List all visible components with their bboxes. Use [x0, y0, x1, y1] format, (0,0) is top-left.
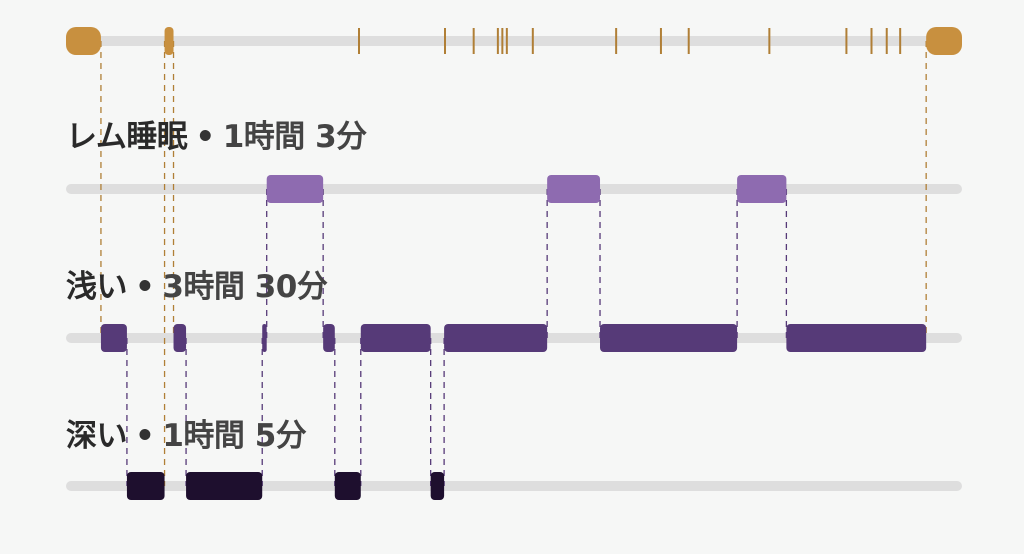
light-segment [786, 324, 927, 352]
deep-stage-name: 深い [66, 418, 128, 454]
light-segment [323, 324, 335, 352]
light-segment [444, 324, 548, 352]
deep-separator: • [135, 418, 155, 454]
deep-segment [430, 472, 445, 500]
light-separator: • [135, 269, 155, 305]
awake-track [66, 36, 962, 46]
deep-duration: 1時間 5分 [162, 418, 307, 454]
deep-segment [186, 472, 263, 500]
deep-stage-label: 深い•1時間 5分 [66, 410, 307, 455]
light-segment [173, 324, 187, 352]
light-stage-label: 浅い•3時間 30分 [66, 261, 328, 306]
awake-segment [66, 27, 101, 55]
light-segment [600, 324, 738, 352]
stage-bars [66, 27, 962, 500]
rem-duration: 1時間 3分 [222, 119, 367, 155]
rem-track [66, 184, 962, 194]
rem-segment [737, 175, 787, 203]
light-duration: 3時間 30分 [162, 269, 328, 305]
light-segment [360, 324, 431, 352]
rem-stage-label: レム睡眠•1時間 3分 [66, 111, 367, 156]
awake-segment [164, 27, 174, 55]
awake-segment [926, 27, 962, 55]
rem-segment [266, 175, 324, 203]
awake-ticks [357, 28, 902, 54]
light-stage-name: 浅い [66, 269, 128, 305]
rem-stage-name: レム睡眠 [66, 119, 188, 155]
rem-segment [547, 175, 601, 203]
transition-lines [100, 41, 927, 486]
deep-track [66, 481, 962, 491]
deep-segment [334, 472, 361, 500]
deep-segment [126, 472, 165, 500]
light-segment [100, 324, 127, 352]
rem-separator: • [195, 119, 215, 155]
light-segment [262, 324, 267, 352]
